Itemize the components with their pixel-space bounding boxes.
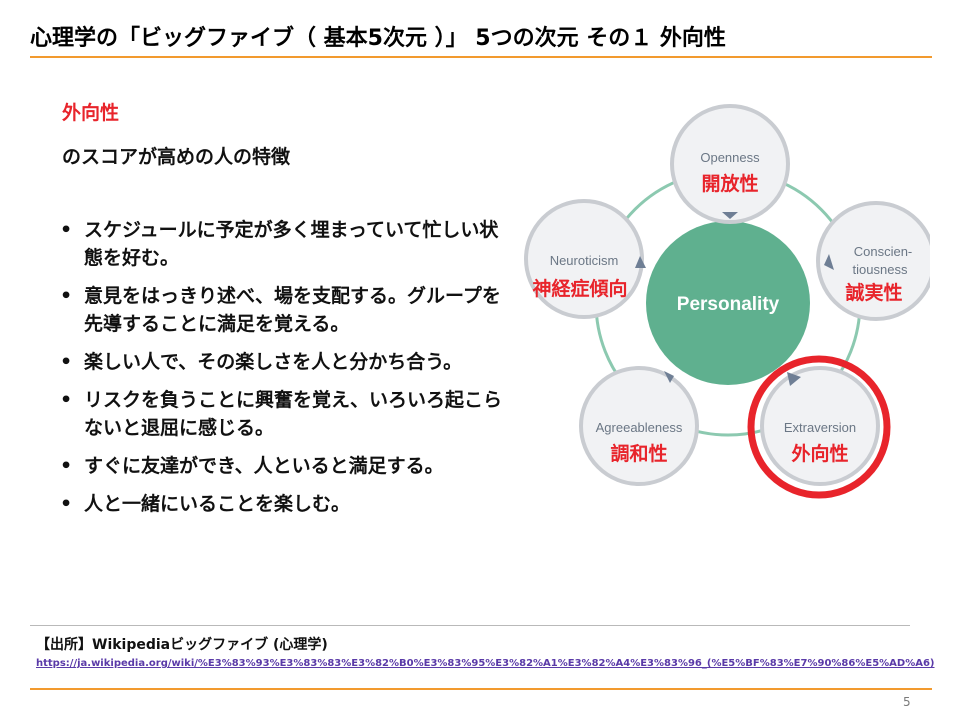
node-circle xyxy=(579,366,699,486)
big-five-diagram: Personality Openness 開放性 Conscien- tious… xyxy=(524,104,930,499)
node-circle xyxy=(816,201,930,321)
openness-label-ja: 開放性 xyxy=(701,172,758,195)
extraversion-label-ja: 外向性 xyxy=(791,442,848,465)
extraversion-label-en: Extraversion xyxy=(784,420,856,435)
node-circle xyxy=(670,104,790,224)
highlight-ring xyxy=(747,355,891,499)
list-item: • スケジュールに予定が多く埋まっていて忙しい状態を好む。 xyxy=(60,216,510,272)
bullet-marker: • xyxy=(60,219,73,241)
node-circle xyxy=(524,199,644,319)
agreeableness-label-ja: 調和性 xyxy=(610,442,667,465)
bullet-marker: • xyxy=(60,285,73,307)
conscientiousness-label-ja: 誠実性 xyxy=(845,281,902,304)
extraversion-node: Extraversion 外向性 xyxy=(747,355,891,499)
openness-node: Openness 開放性 xyxy=(670,104,790,224)
arrow-icon xyxy=(664,371,674,383)
agreeableness-label-en: Agreeableness xyxy=(596,420,683,435)
list-item-text: すぐに友達ができ、人といると満足する。 xyxy=(84,455,444,477)
personality-core xyxy=(646,221,810,385)
node-circle xyxy=(760,366,880,486)
slide-title: 心理学の「ビッグファイブ（ 基本5次元 ）」 5つの次元 その１ 外向性 xyxy=(30,26,726,51)
list-item: • 意見をはっきり述べ、場を支配する。グループを先導することに満足を覚える。 xyxy=(60,282,510,338)
list-item-text: 人と一緒にいることを楽しむ。 xyxy=(84,493,351,515)
conscientiousness-label-en-1: Conscien- xyxy=(854,244,913,259)
list-item-text: スケジュールに予定が多く埋まっていて忙しい状態を好む。 xyxy=(84,219,499,269)
source-citation: 【出所】Wikipediaビッグファイブ (心理学) xyxy=(36,637,328,653)
list-item-text: 楽しい人で、その楽しさを人と分かち合う。 xyxy=(84,351,463,373)
neuroticism-label-ja: 神経症傾向 xyxy=(532,277,627,300)
arrow-icon xyxy=(787,372,801,386)
arrow-icon xyxy=(635,256,646,268)
bullet-marker: • xyxy=(60,351,73,373)
openness-label-en: Openness xyxy=(700,150,760,165)
conscientiousness-label-en-2: tiousness xyxy=(853,262,908,277)
bullet-marker: • xyxy=(60,455,73,477)
neuroticism-node: Neuroticism 神経症傾向 xyxy=(524,199,646,319)
list-item: • すぐに友達ができ、人といると満足する。 xyxy=(60,452,510,480)
source-link[interactable]: https://ja.wikipedia.org/wiki/%E3%83%93%… xyxy=(36,658,935,669)
agreeableness-node: Agreeableness 調和性 xyxy=(579,366,699,486)
list-item: • リスクを負うことに興奮を覚え、いろいろ起こらないと退屈に感じる。 xyxy=(60,386,510,442)
arrow-icon xyxy=(722,212,738,219)
bullet-marker: • xyxy=(60,389,73,411)
neuroticism-label-en: Neuroticism xyxy=(550,253,619,268)
list-item-text: 意見をはっきり述べ、場を支配する。グループを先導することに満足を覚える。 xyxy=(84,285,501,335)
conscientiousness-node: Conscien- tiousness 誠実性 xyxy=(816,201,930,321)
list-item: • 楽しい人で、その楽しさを人と分かち合う。 xyxy=(60,348,510,376)
page-number: 5 xyxy=(903,695,911,709)
center-label: Personality xyxy=(677,294,780,315)
source-divider xyxy=(30,625,910,626)
trait-heading: 外向性 xyxy=(62,102,120,124)
list-item-text: リスクを負うことに興奮を覚え、いろいろ起こらないと退屈に感じる。 xyxy=(84,389,503,439)
trait-description: のスコアが高めの人の特徴 xyxy=(62,146,291,168)
arrow-icon xyxy=(824,254,834,270)
bullet-marker: • xyxy=(60,493,73,515)
footer-divider xyxy=(30,688,932,690)
list-item: • 人と一緒にいることを楽しむ。 xyxy=(60,490,510,518)
title-divider xyxy=(30,56,932,58)
characteristics-list: • スケジュールに予定が多く埋まっていて忙しい状態を好む。 • 意見をはっきり述べ、… xyxy=(60,216,510,528)
